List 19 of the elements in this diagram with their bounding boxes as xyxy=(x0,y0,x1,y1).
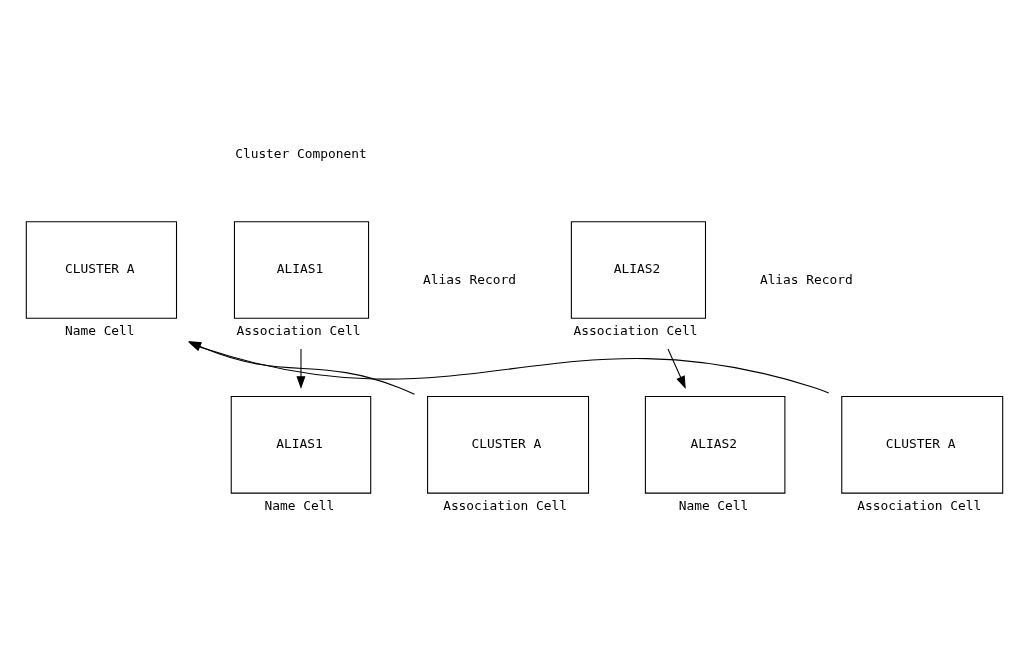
node-label: Association Cell xyxy=(857,497,982,513)
node-box: ALIAS1 xyxy=(233,221,370,319)
node-label: Association Cell xyxy=(443,497,568,513)
node-box: ALIAS2 xyxy=(644,396,786,494)
node-box: CLUSTER A xyxy=(841,396,1004,494)
node-label: Name Cell xyxy=(264,497,335,513)
node-label: Association Cell xyxy=(573,322,698,338)
node-label: Association Cell xyxy=(236,322,361,338)
node-box: ALIAS2 xyxy=(570,221,707,319)
label: Cluster Component xyxy=(235,145,367,161)
node-box: CLUSTER A xyxy=(427,396,590,494)
node-label: Name Cell xyxy=(64,322,135,338)
node-label: Name Cell xyxy=(678,497,749,513)
node-box: ALIAS1 xyxy=(230,396,372,494)
label: Alias Record xyxy=(422,272,516,288)
arrow xyxy=(296,348,306,389)
node-box: CLUSTER A xyxy=(25,221,178,319)
arrow xyxy=(667,348,686,389)
label: Alias Record xyxy=(759,272,853,288)
